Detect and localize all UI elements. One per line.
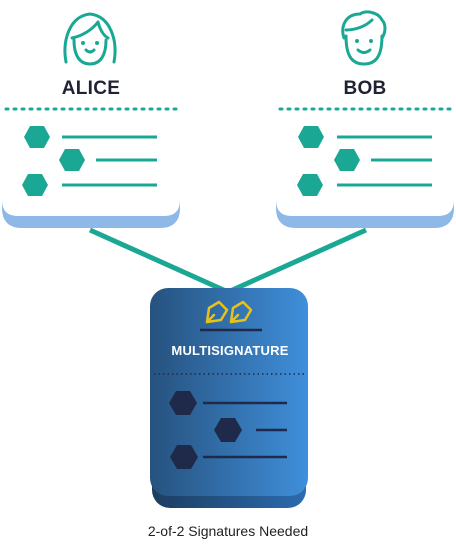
man-face-icon xyxy=(341,10,387,66)
bob-key-hex-3 xyxy=(297,174,323,196)
bob-name: BOB xyxy=(343,78,387,99)
connector-bob xyxy=(226,227,368,295)
man-face-icon-eyes xyxy=(355,39,373,43)
alice-key-hex-1 xyxy=(24,126,50,148)
multisig-key-hex-1 xyxy=(169,391,197,415)
multisig-title: MULTISIGNATURE xyxy=(171,343,289,358)
bob-key-hex-2 xyxy=(334,149,360,171)
multisig-key-hex-3 xyxy=(170,445,198,469)
connector-alice xyxy=(88,227,230,295)
pen-nib-icon xyxy=(205,300,253,324)
bob-key-list xyxy=(297,126,432,196)
bob-key-hex-1 xyxy=(298,126,324,148)
multisig-key-hex-2 xyxy=(214,418,242,442)
woman-face-icon xyxy=(63,12,117,66)
alice-card-body xyxy=(2,0,180,216)
alice-key-hex-2 xyxy=(59,149,85,171)
alice-key-hex-3 xyxy=(22,174,48,196)
caption: 2-of-2 Signatures Needed xyxy=(147,523,309,539)
connector-lines xyxy=(88,227,368,295)
multisig-card xyxy=(150,288,308,508)
bob-card xyxy=(276,0,454,228)
alice-name: ALICE xyxy=(61,78,121,99)
woman-face-icon-eyes xyxy=(81,41,99,45)
alice-key-list xyxy=(22,126,157,196)
bob-card-body xyxy=(276,0,454,216)
alice-card xyxy=(2,0,180,228)
multisig-key-list xyxy=(169,391,287,469)
multisig-card-body xyxy=(150,288,308,496)
